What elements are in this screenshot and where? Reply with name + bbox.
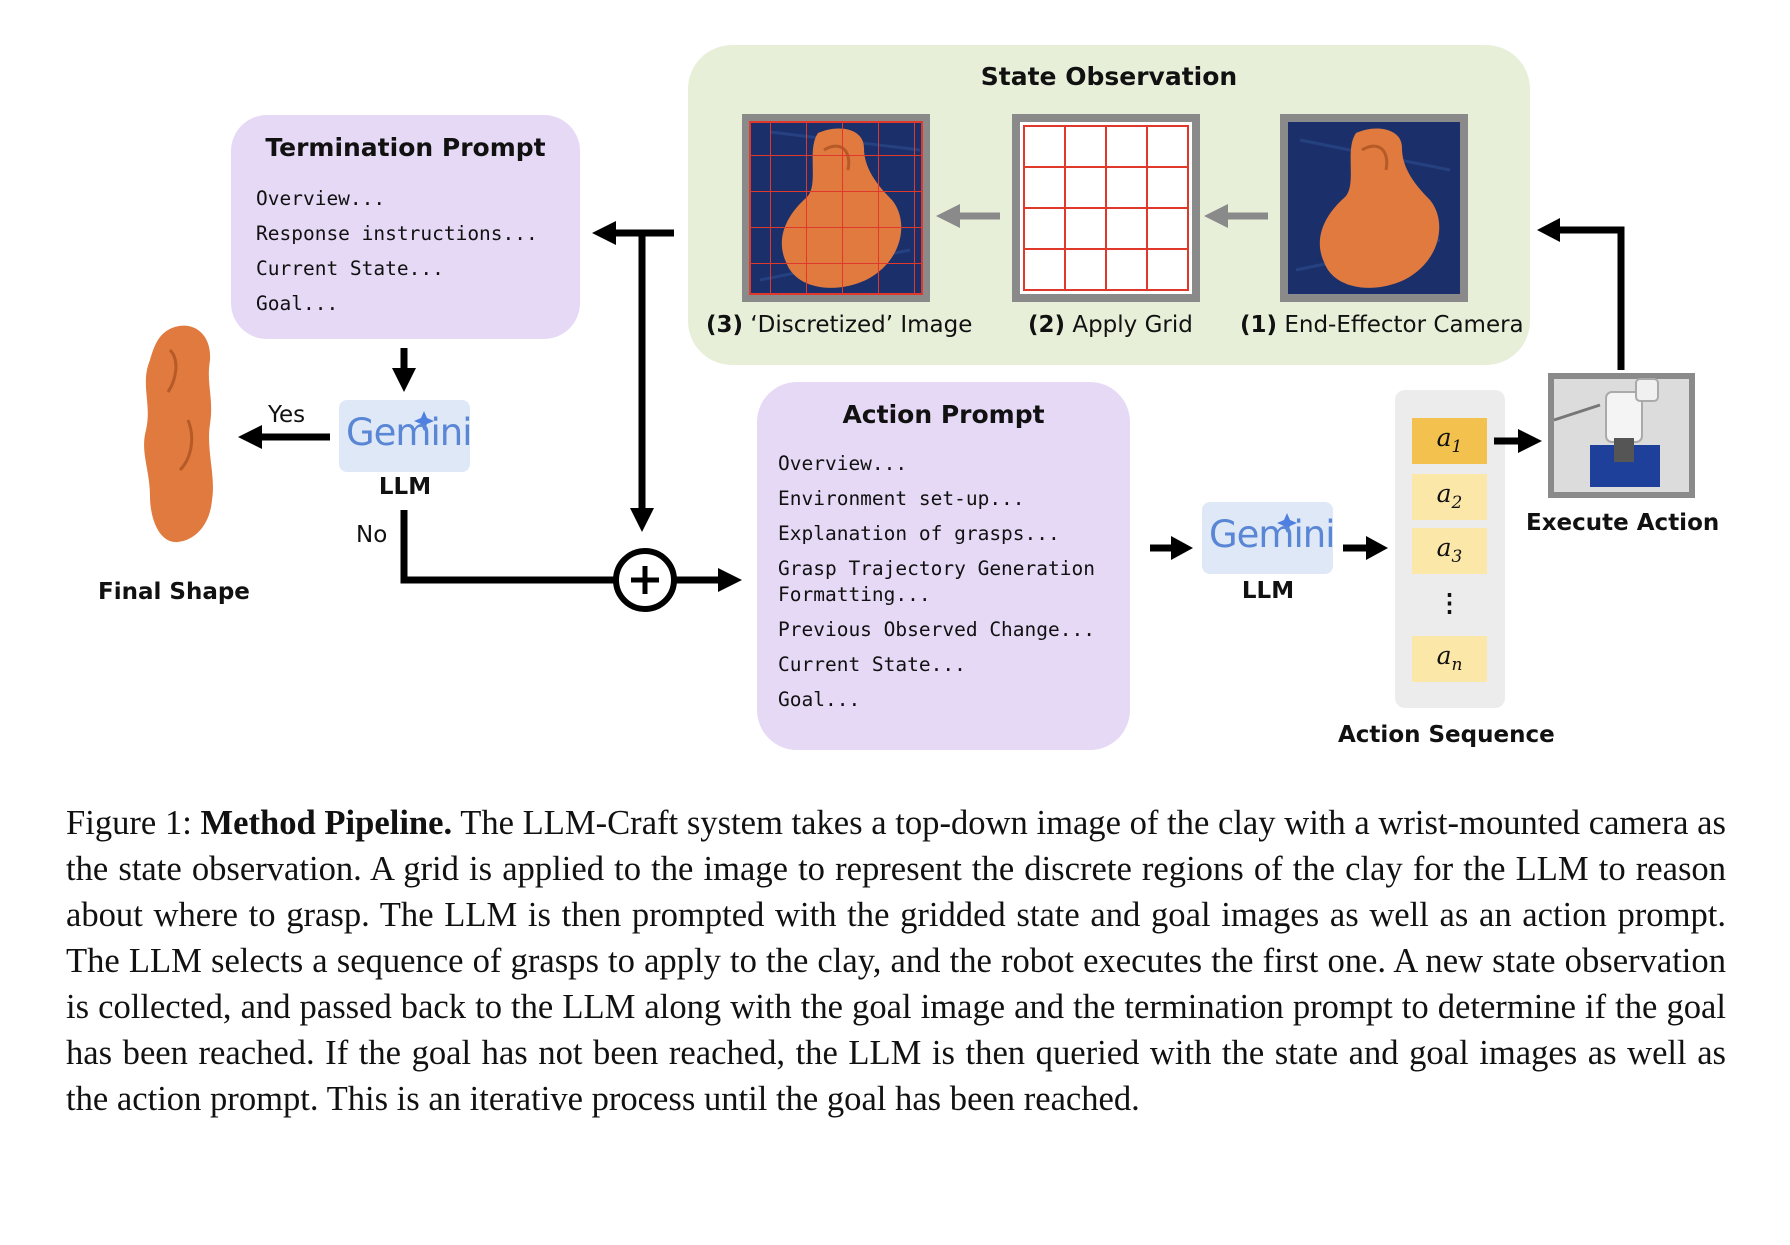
action-item-highlight: [1412, 418, 1487, 464]
caption-bold: Method Pipeline.: [200, 804, 453, 842]
action-prompt-line: Previous Observed Change...: [778, 618, 1095, 641]
plus-circle-icon: [613, 548, 677, 612]
termination-line: Goal...: [256, 292, 339, 315]
action-prompt-title: Action Prompt: [842, 400, 1045, 429]
action-symbol: a3: [1436, 533, 1463, 567]
arrow-icon: [392, 368, 416, 392]
gemini-logo: Gemini: [1209, 513, 1335, 556]
termination-prompt-box: [231, 115, 580, 339]
gemini-logo-box: [339, 400, 470, 472]
grey-arrow-icon: [936, 204, 1000, 228]
gemini-sparkle-icon: [414, 411, 434, 431]
robot-photo: [1548, 373, 1695, 498]
action-symbol: an: [1436, 641, 1463, 675]
flow-arrows: [258, 226, 1625, 584]
no-label: No: [356, 522, 388, 548]
caption-text: The LLM-Craft system takes a top-down im…: [66, 804, 1726, 1118]
action-item: [1412, 474, 1487, 520]
arrow-icon: [630, 508, 654, 532]
action-sequence-label: Action Sequence: [1338, 722, 1555, 748]
action-prompt-line: Explanation of grasps...: [778, 522, 1060, 545]
arrow-icon: [1537, 218, 1560, 242]
gemini-logo-box: [1202, 502, 1333, 574]
termination-line: Overview...: [256, 187, 386, 210]
gemini-sparkle-icon: [1277, 513, 1297, 533]
figure-caption: Figure 1: Method Pipeline. The LLM-Craft…: [66, 800, 1726, 1122]
execute-action-label: Execute Action: [1526, 510, 1720, 536]
gemini-logo: Gemini: [346, 411, 472, 454]
action-symbol: a1: [1436, 423, 1463, 457]
grid-image: [1012, 114, 1200, 302]
pipeline-diagram: [144, 45, 1695, 750]
action-prompt-line: Overview...: [778, 452, 908, 475]
arrow-icon: [592, 221, 616, 245]
action-prompt-line: Formatting...: [778, 583, 931, 606]
arrow-icon: [1518, 429, 1542, 453]
step-label-apply-grid: (2) Apply Grid: [1028, 312, 1193, 338]
action-prompt-line: Environment set-up...: [778, 487, 1025, 510]
step-label-discretized: (3) ‘Discretized’ Image: [706, 312, 973, 338]
end-effector-camera-image: [1280, 114, 1468, 302]
caption-label: Figure 1:: [66, 804, 201, 842]
method-pipeline-figure: State Observation (3) ‘Discretized’ Imag…: [98, 45, 1720, 750]
action-prompt-line: Current State...: [778, 653, 966, 676]
step-label-camera: (1) End-Effector Camera: [1240, 312, 1524, 338]
action-prompt-line: Grasp Trajectory Generation: [778, 557, 1095, 580]
arrow-icon: [1171, 536, 1193, 560]
arrow-icon: [1366, 536, 1388, 560]
termination-line: Current State...: [256, 257, 444, 280]
llm-label: LLM: [378, 474, 432, 500]
state-observation-title: State Observation: [980, 62, 1238, 91]
grey-arrow-icon: [1204, 204, 1268, 228]
final-shape-clay: [144, 325, 213, 543]
action-prompt-line: Goal...: [778, 688, 861, 711]
llm-label: LLM: [1241, 578, 1295, 604]
discretized-image: [742, 114, 930, 302]
action-symbol: a2: [1436, 479, 1463, 513]
arrow-icon: [718, 568, 742, 592]
yes-label: Yes: [268, 402, 306, 428]
action-prompt-box: [757, 382, 1130, 750]
action-item: [1412, 636, 1487, 682]
ellipsis-icon: ⋮: [1437, 588, 1462, 617]
termination-prompt-title: Termination Prompt: [265, 133, 546, 162]
action-item: [1412, 528, 1487, 574]
final-shape-label: Final Shape: [98, 579, 250, 605]
termination-line: Response instructions...: [256, 222, 538, 245]
arrow-icon: [238, 425, 262, 449]
